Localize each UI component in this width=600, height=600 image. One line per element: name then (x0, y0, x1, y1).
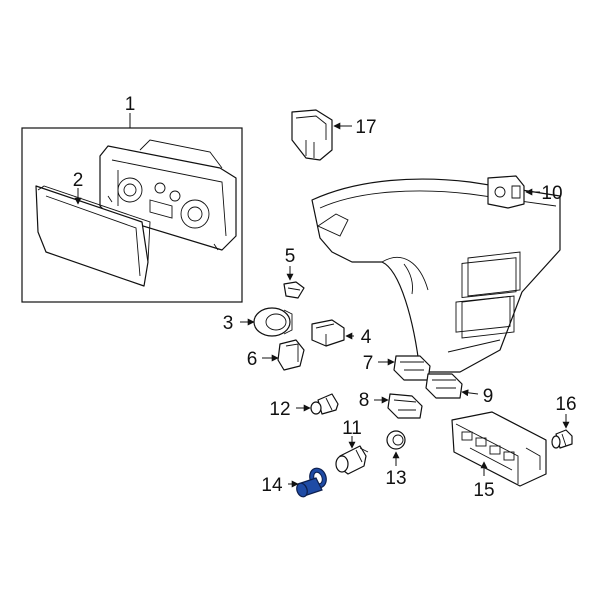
callout-4: 4 (361, 327, 372, 348)
callout-6: 6 (247, 349, 258, 370)
callout-1: 1 (125, 94, 136, 115)
part-6-switch (262, 339, 305, 371)
part-8-switch (374, 393, 423, 419)
callout-11: 11 (342, 418, 362, 439)
part-13-cap (386, 430, 406, 466)
part-12-socket (296, 393, 339, 415)
part-15-control-panel (451, 411, 547, 487)
part-14-retainer-highlighted (288, 467, 327, 498)
callout-16: 16 (555, 394, 576, 415)
callout-12: 12 (269, 399, 290, 420)
callout-15: 15 (473, 480, 494, 501)
dashboard (311, 178, 561, 373)
callout-5: 5 (285, 246, 296, 267)
part-11-socket (335, 436, 369, 475)
callout-13: 13 (385, 468, 406, 489)
callout-14: 14 (261, 475, 283, 496)
part-7-switch (378, 355, 431, 381)
callout-8: 8 (359, 390, 370, 411)
callout-10: 10 (541, 183, 562, 204)
part-4-switch (311, 319, 354, 347)
part-10-switch (487, 175, 540, 209)
callout-3: 3 (223, 313, 234, 334)
callout-7: 7 (363, 353, 374, 374)
part-9-switch (425, 373, 479, 399)
callout-2: 2 (73, 170, 84, 191)
cluster-housing (99, 139, 237, 251)
part-17-switch (291, 109, 352, 161)
cluster-lens (35, 185, 151, 287)
callout-9: 9 (483, 386, 494, 407)
part-3-knob (240, 307, 293, 337)
callout-17: 17 (355, 117, 376, 138)
part-5-bulb (283, 266, 305, 299)
part-16-bulb (551, 414, 573, 449)
